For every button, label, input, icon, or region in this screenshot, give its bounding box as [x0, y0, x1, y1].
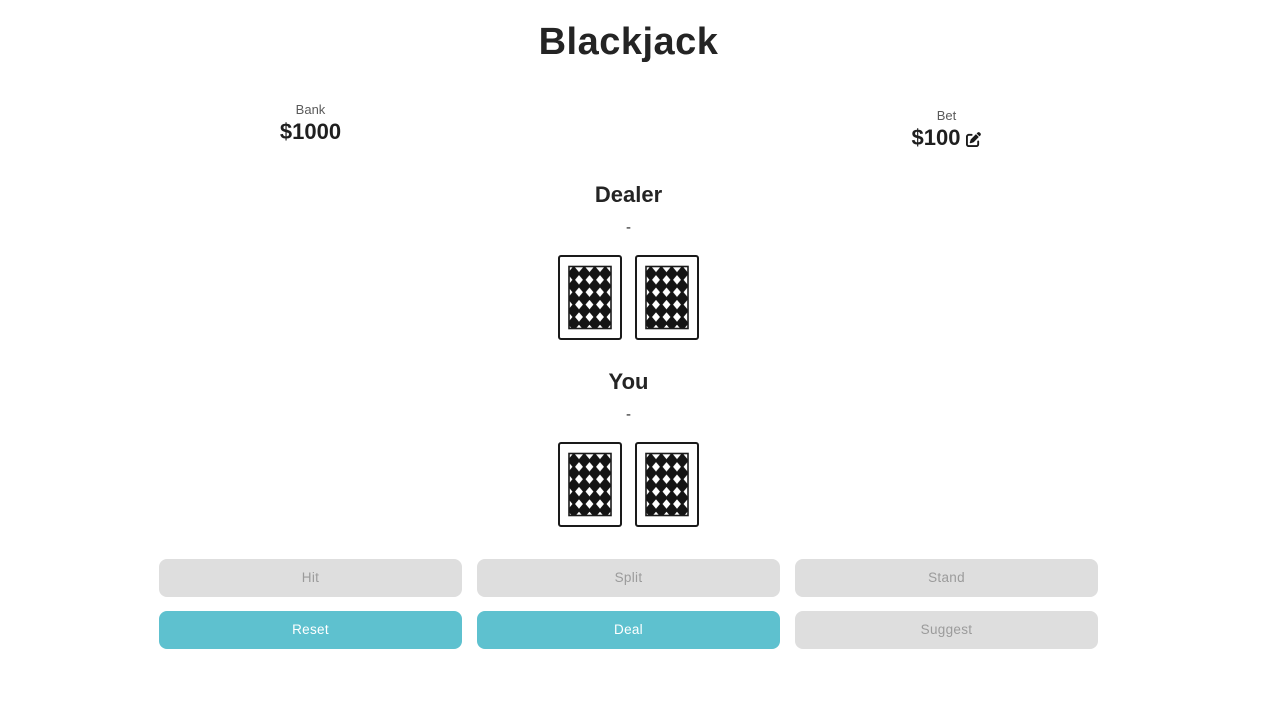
dealer-title: Dealer	[594, 181, 663, 207]
card-back	[635, 254, 699, 340]
bet-value-row: $100	[912, 125, 982, 151]
player-cards	[159, 441, 1098, 527]
bet-display: Bet $100	[795, 102, 1098, 151]
dealer-section: Dealer -	[159, 181, 1098, 340]
reset-button[interactable]: Reset	[159, 610, 462, 649]
stand-button[interactable]: Stand	[795, 558, 1098, 597]
player-title: You	[608, 368, 649, 394]
card-back	[558, 441, 622, 527]
deal-button[interactable]: Deal	[477, 610, 780, 649]
dealer-score: -	[626, 218, 631, 236]
bet-label: Bet	[936, 107, 957, 123]
stats-row: Bank $1000 Bet $100	[159, 102, 1098, 151]
split-button[interactable]: Split	[477, 558, 780, 597]
card-back	[635, 441, 699, 527]
player-section: You -	[159, 368, 1098, 527]
hit-button[interactable]: Hit	[159, 558, 462, 597]
edit-bet-icon[interactable]	[966, 132, 982, 148]
dealer-cards	[159, 254, 1098, 340]
action-buttons: Hit Split Stand Reset Deal Suggest	[159, 558, 1098, 649]
bet-value: $100	[911, 124, 961, 150]
bank-label: Bank	[295, 101, 326, 117]
bank-display: Bank $1000	[159, 102, 462, 151]
suggest-button[interactable]: Suggest	[795, 610, 1098, 649]
blackjack-app: Blackjack Bank $1000 Bet $100 Dealer -	[159, 0, 1098, 649]
bank-value: $1000	[279, 118, 342, 144]
player-score: -	[626, 405, 631, 423]
page-title: Blackjack	[538, 21, 719, 63]
card-back	[558, 254, 622, 340]
